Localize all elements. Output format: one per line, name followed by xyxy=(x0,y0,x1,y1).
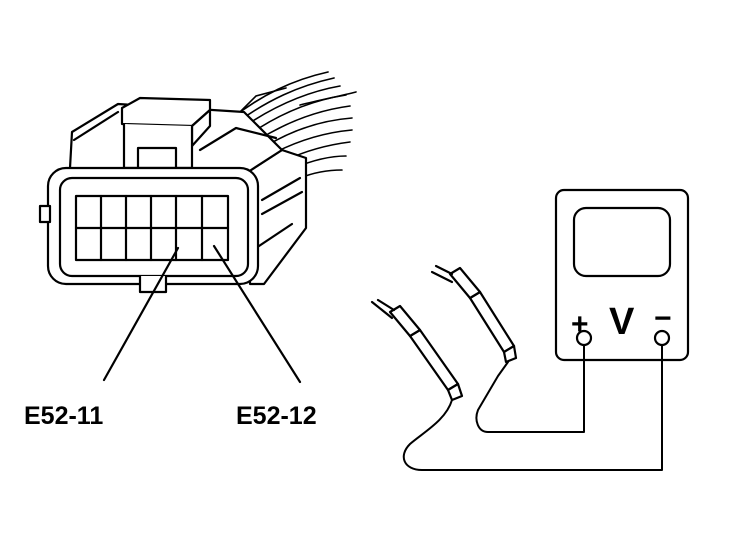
meter-display xyxy=(572,206,672,278)
pin-label-e52-12: E52-12 xyxy=(236,402,317,430)
test-probe-icon xyxy=(370,264,518,402)
meter-minus-symbol: − xyxy=(654,302,672,335)
connector-icon xyxy=(38,96,308,294)
positive-test-lead xyxy=(475,344,585,433)
leader-line-pin-11 xyxy=(102,246,180,382)
voltmeter-icon: + V − xyxy=(554,188,690,362)
meter-positive-terminal xyxy=(575,329,593,347)
negative-test-lead xyxy=(402,344,663,471)
meter-negative-terminal xyxy=(653,329,671,347)
pin-label-e52-11: E52-11 xyxy=(24,402,103,430)
leader-line-pin-12 xyxy=(212,244,302,384)
meter-volt-symbol: V xyxy=(609,301,635,343)
terminal-grid xyxy=(74,194,230,262)
